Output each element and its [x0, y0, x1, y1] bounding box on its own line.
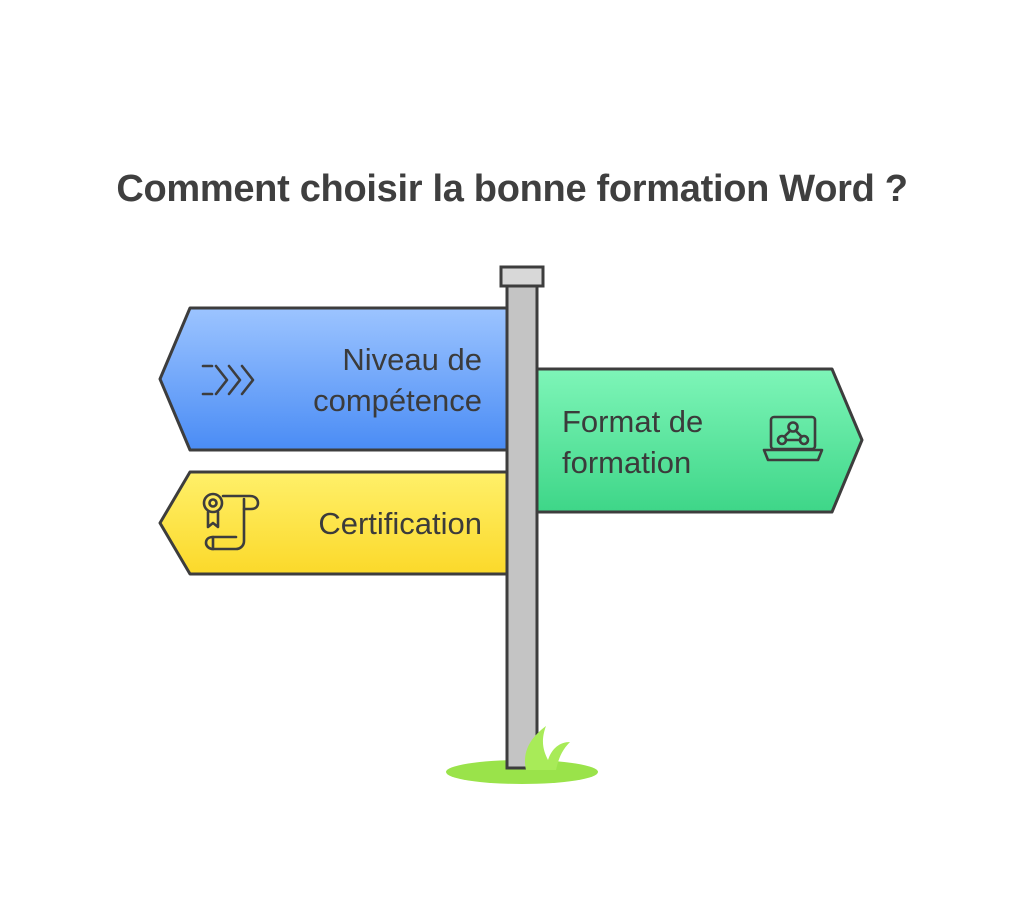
page-title: Comment choisir la bonne formation Word … — [116, 168, 908, 210]
sign-niveau-line1: Niveau de — [342, 342, 482, 377]
sign-niveau-label: Niveau de compétence — [300, 339, 482, 421]
sign-certification-line1: Certification — [318, 506, 482, 541]
certificate-scroll-icon — [202, 492, 260, 551]
sign-format-label: Format de formation — [562, 401, 742, 483]
sign-format-formation — [535, 367, 864, 514]
sign-format-line2: formation — [562, 445, 692, 480]
sign-format-line1: Format de — [562, 404, 704, 439]
sign-certification-label: Certification — [280, 503, 482, 544]
sign-certification — [158, 470, 509, 576]
signpost-pole-cap — [499, 265, 545, 288]
signpost-pole — [505, 284, 539, 770]
sign-niveau-competence — [158, 306, 509, 452]
fast-forward-icon — [201, 364, 255, 396]
laptop-network-icon — [762, 415, 824, 462]
grass-ground — [446, 760, 598, 784]
grass-tuft — [524, 726, 570, 770]
sign-niveau-line2: compétence — [313, 383, 482, 418]
